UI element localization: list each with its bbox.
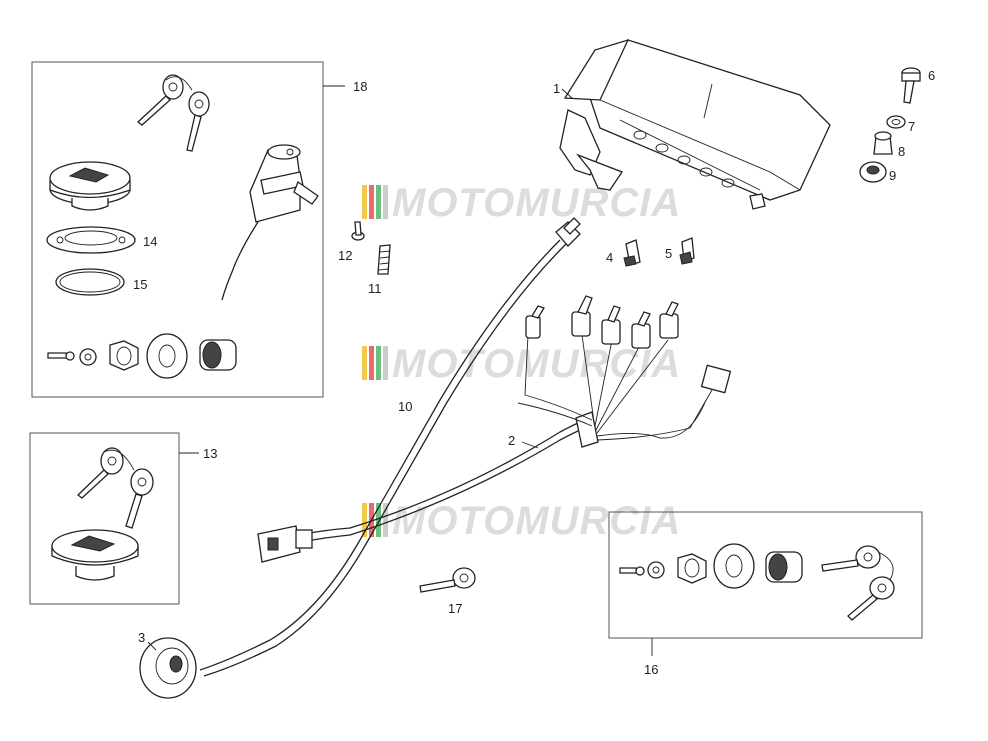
watermark-top: MOTOMURCIA [362, 181, 681, 225]
watermark-bottom: MOTOMURCIA [362, 499, 681, 543]
bulb-5 [679, 237, 695, 265]
callout-3: 3 [138, 630, 145, 645]
washer-7 [886, 115, 906, 129]
callout-12: 12 [338, 248, 352, 263]
screw-washer-nut-set-16 [619, 543, 803, 589]
leader-2 [521, 441, 539, 449]
instrument-cluster [559, 38, 831, 210]
watermark-text: MOTOMURCIA [392, 181, 681, 225]
callout-17: 17 [448, 601, 462, 616]
key-pair-18 [136, 74, 210, 152]
key-pair-16 [821, 545, 895, 621]
ignition-cap-13 [51, 529, 139, 581]
speedometer-cable [199, 217, 581, 677]
callout-13: 13 [203, 446, 217, 461]
screw-washer-nut-set-18 [47, 333, 237, 379]
callout-1: 1 [553, 81, 560, 96]
kit-box-18 [31, 61, 324, 398]
gasket-ring-14 [46, 226, 136, 254]
callout-15: 15 [133, 277, 147, 292]
callout-11: 11 [368, 281, 382, 296]
callout-16: 16 [644, 662, 658, 677]
callout-8: 8 [898, 144, 905, 159]
callout-9: 9 [889, 168, 896, 183]
screw-12 [351, 221, 365, 241]
watermark-text: MOTOMURCIA [392, 342, 681, 386]
ignition-cylinder-with-wire [221, 144, 319, 301]
callout-2: 2 [508, 433, 515, 448]
leader-3 [147, 641, 157, 651]
o-ring-15 [55, 268, 125, 296]
watermark-middle: MOTOMURCIA [362, 342, 681, 386]
callout-10: 10 [398, 399, 412, 414]
screw-11 [377, 244, 391, 275]
ignition-cap-18 [49, 161, 131, 211]
screw-6 [901, 67, 921, 104]
grommet-3 [139, 637, 197, 699]
callout-4: 4 [606, 250, 613, 265]
key-pair-13 [76, 447, 154, 529]
bulb-4 [623, 239, 641, 267]
leader-1 [561, 88, 573, 99]
callout-6: 6 [928, 68, 935, 83]
callout-18: 18 [353, 79, 367, 94]
grommet-9 [859, 161, 887, 183]
key-17 [419, 567, 476, 593]
bushing-8 [873, 131, 893, 155]
callout-5: 5 [665, 246, 672, 261]
wiring-harness [257, 295, 732, 563]
callout-14: 14 [143, 234, 157, 249]
callout-7: 7 [908, 119, 915, 134]
kit-box-13 [29, 432, 180, 605]
kit-box-16 [608, 511, 923, 639]
watermark-text: MOTOMURCIA [392, 499, 681, 543]
